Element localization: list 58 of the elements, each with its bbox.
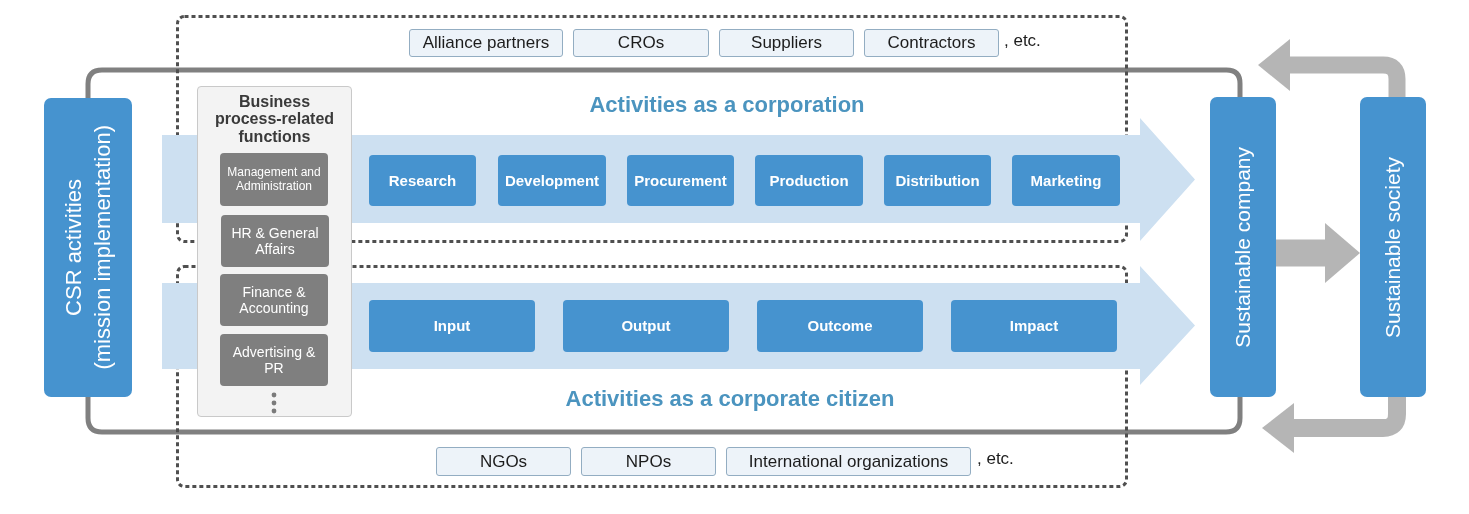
stakeholder-label: International organizations <box>748 451 949 472</box>
step-box <box>498 155 606 206</box>
step-label: Output <box>621 317 671 335</box>
pillar-label: Sustainable society <box>1380 156 1405 338</box>
stakeholder-box <box>573 29 709 57</box>
step-box <box>757 300 923 352</box>
step-box <box>369 155 476 206</box>
stakeholder-box <box>436 447 571 476</box>
step-label: Marketing <box>1030 171 1102 190</box>
block-arrow <box>1276 223 1360 283</box>
stakeholder-label: Contractors <box>887 33 976 53</box>
step-label: Distribution <box>895 171 980 190</box>
function-box <box>220 153 328 206</box>
pillar-label: CSR activities <box>61 179 87 316</box>
stakeholder-label: NPOs <box>625 451 672 472</box>
step-label: Production <box>769 171 849 190</box>
pillar-box <box>1360 97 1426 397</box>
panel-title: Business process-related functions <box>214 93 335 145</box>
step-box <box>369 300 535 352</box>
stakeholder-box <box>864 29 999 57</box>
step-box <box>884 155 991 206</box>
stakeholder-box <box>409 29 563 57</box>
etc-text: , etc. <box>977 449 1014 470</box>
step-label: Outcome <box>807 317 873 335</box>
pillar-label: (mission implementation) <box>89 125 115 370</box>
step-label: Input <box>433 317 471 335</box>
step-box <box>951 300 1117 352</box>
pillar-label: Sustainable company <box>1230 146 1255 348</box>
connector-line <box>85 397 1243 435</box>
function-box <box>220 334 328 386</box>
function-label: Finance & Accounting <box>238 283 310 317</box>
etc-text: , etc. <box>1004 31 1041 52</box>
step-box <box>627 155 734 206</box>
section-heading: Activities as a corporation <box>589 93 865 118</box>
function-box <box>221 215 329 267</box>
stakeholder-label: NGOs <box>479 451 528 472</box>
step-label: Research <box>388 171 457 190</box>
stakeholder-label: Suppliers <box>751 33 822 53</box>
function-label: Advertising & PR <box>232 343 316 377</box>
function-box <box>220 274 328 326</box>
step-box <box>1012 155 1120 206</box>
pillar-box <box>1210 97 1276 397</box>
stakeholder-box <box>719 29 854 57</box>
step-box <box>563 300 729 352</box>
block-arrow <box>1262 397 1406 453</box>
function-label: HR & General Affairs <box>230 224 320 258</box>
function-label: Management and Administration <box>226 165 322 194</box>
block-arrow <box>1258 39 1406 97</box>
stakeholder-label: CROs <box>617 33 665 53</box>
stakeholder-box <box>726 447 971 476</box>
step-box <box>755 155 863 206</box>
stakeholder-label: Alliance partners <box>422 33 550 53</box>
section-heading: Activities as a corporate citizen <box>565 387 895 412</box>
stakeholder-box <box>581 447 716 476</box>
step-label: Development <box>504 171 600 190</box>
step-label: Procurement <box>634 171 727 190</box>
step-label: Impact <box>1009 317 1059 335</box>
pillar-box <box>44 98 132 397</box>
